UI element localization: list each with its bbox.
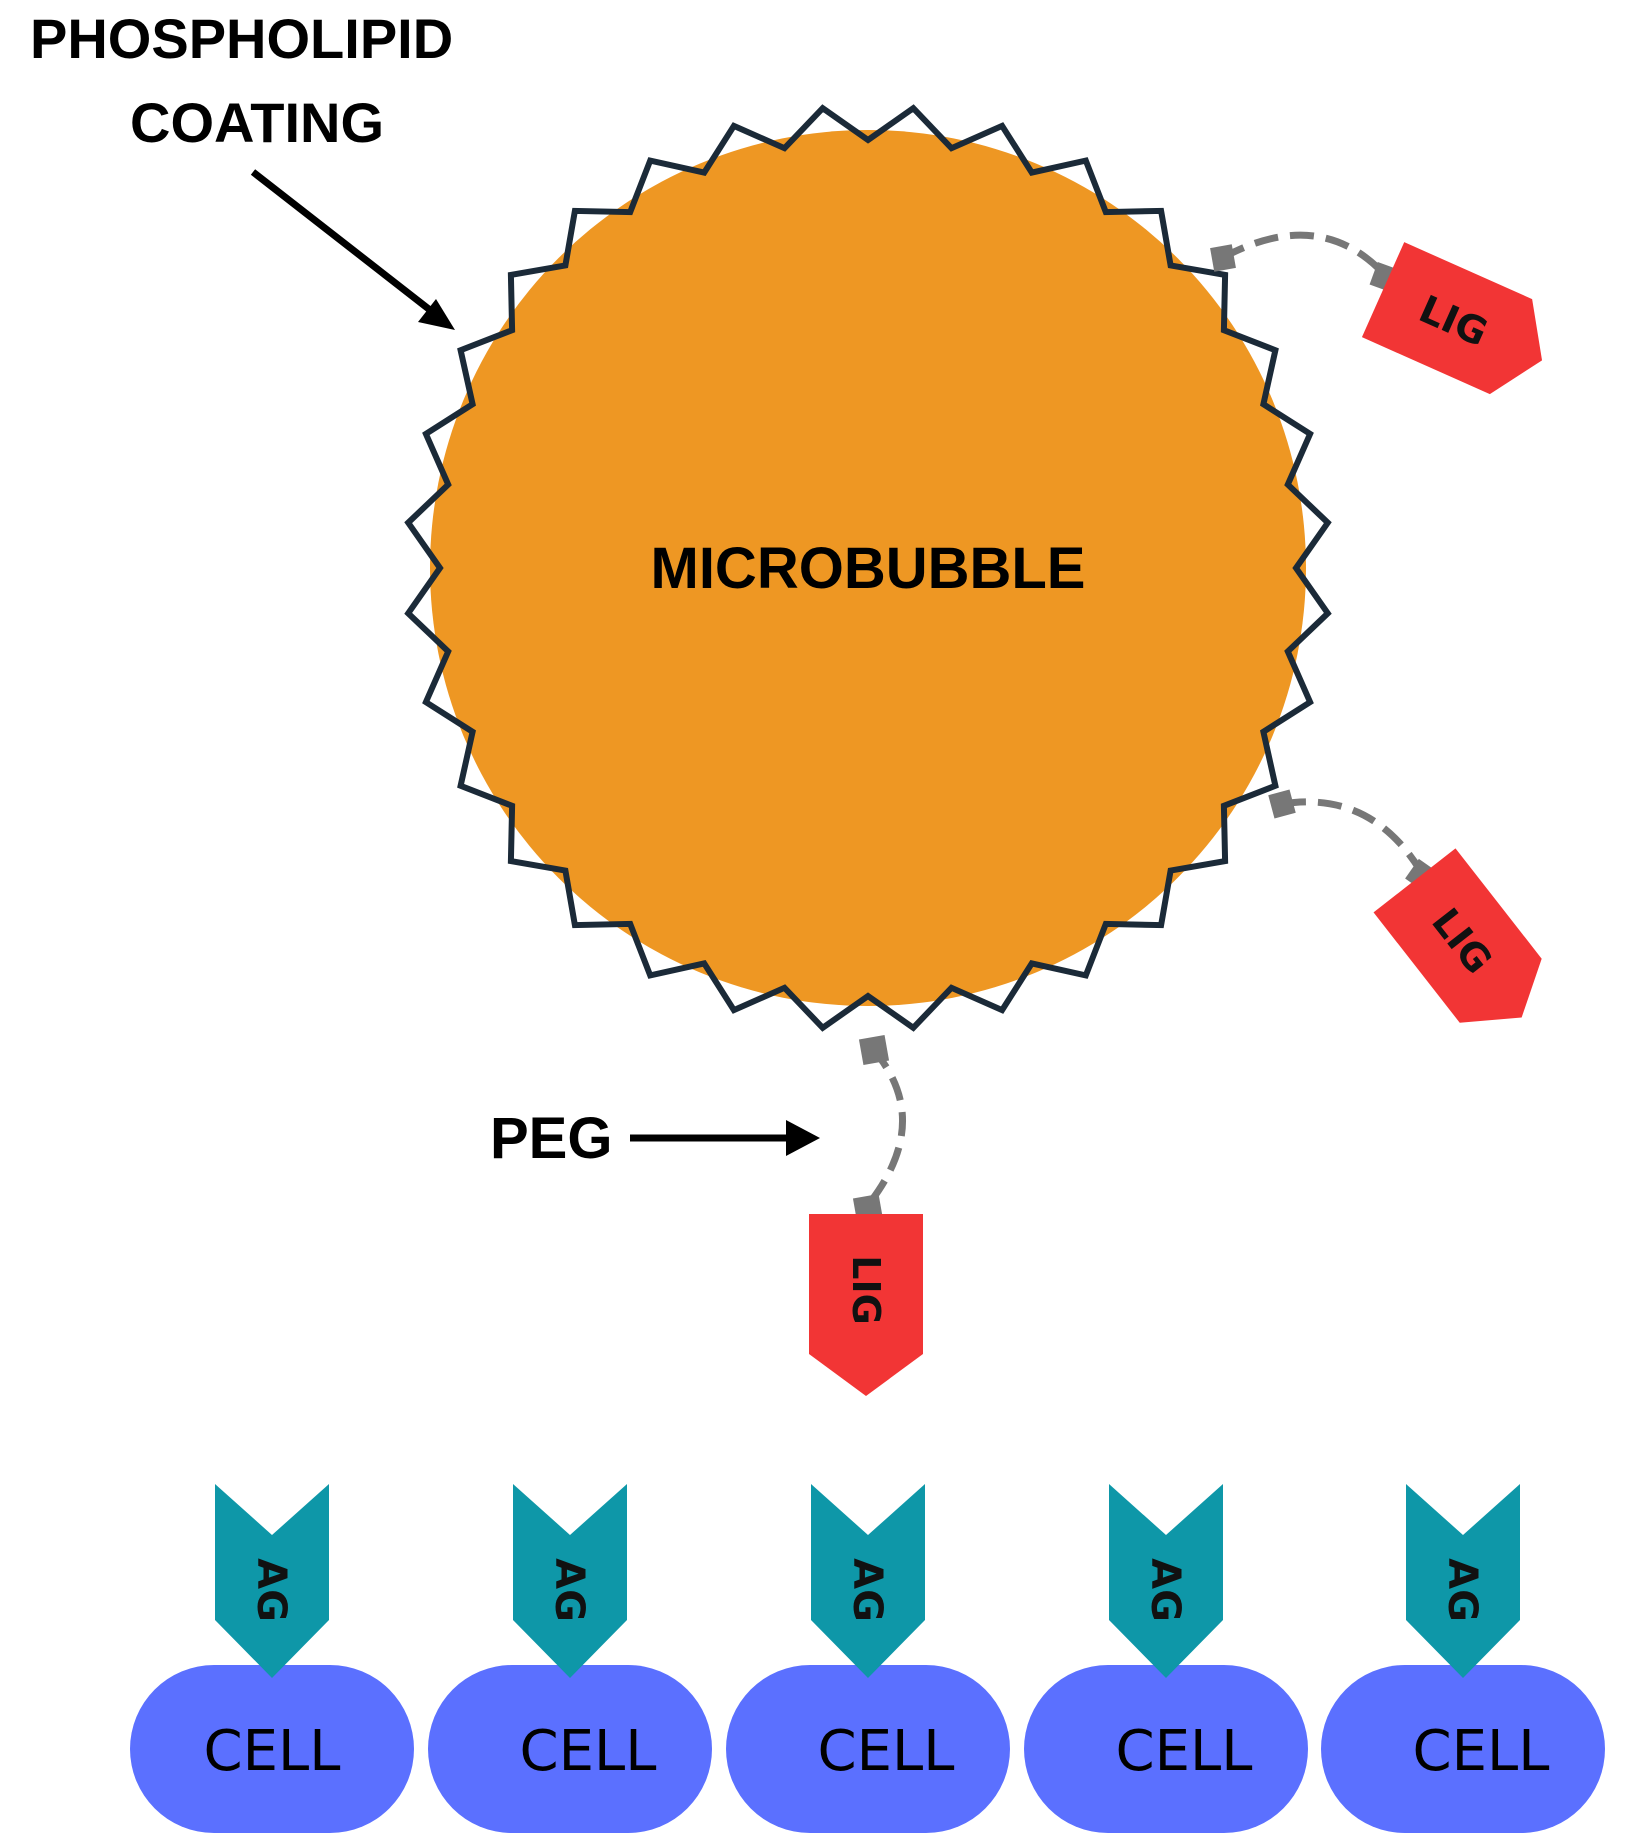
antigen-2	[513, 1484, 627, 1678]
antigen-2-label: AG	[546, 1558, 592, 1622]
cell-1	[130, 1665, 414, 1833]
peg-linker	[852, 1034, 906, 1225]
cell-3-label: CELL	[818, 1719, 955, 1784]
cell-5-label: CELL	[1413, 1719, 1550, 1784]
ligand-1: LIG	[1361, 242, 1543, 395]
ligand-3: LIG	[809, 1214, 923, 1396]
cell-2	[428, 1665, 712, 1833]
cell-3	[726, 1665, 1010, 1833]
antigen-5	[1406, 1484, 1520, 1678]
coating-label-line2: COATING	[130, 91, 384, 154]
antigen-1	[215, 1484, 329, 1678]
cell-4	[1024, 1665, 1308, 1833]
peg-label: PEG	[490, 1106, 613, 1171]
antigen-5-label: AG	[1439, 1558, 1485, 1622]
cell-4-label: CELL	[1116, 1719, 1253, 1784]
cell-2-label: CELL	[520, 1719, 657, 1784]
antigen-1-label: AG	[248, 1558, 294, 1622]
antigen-4	[1109, 1484, 1223, 1678]
microbubble-core	[430, 130, 1306, 1006]
ligand-link-2	[1268, 789, 1437, 892]
microbubble-label: MICROBUBBLE	[651, 536, 1086, 601]
antigen-3-label: AG	[844, 1558, 890, 1622]
coating-arrow	[250, 169, 455, 330]
ligand-2: LIG	[1373, 848, 1542, 1023]
cells-row: AG CELL AG CELL AG CELL AG CELL AG CELL	[130, 1484, 1605, 1833]
antigen-3	[811, 1484, 925, 1678]
ligand-link-1	[1210, 231, 1399, 293]
cell-5	[1321, 1665, 1605, 1833]
cell-1-label: CELL	[204, 1719, 341, 1784]
phospholipid-coating	[404, 104, 1332, 1032]
coating-label-line1: PHOSPHOLIPID	[30, 7, 453, 70]
peg-arrow	[630, 1120, 820, 1156]
ligand-3-label: LIG	[844, 1255, 888, 1325]
antigen-4-label: AG	[1142, 1558, 1188, 1622]
